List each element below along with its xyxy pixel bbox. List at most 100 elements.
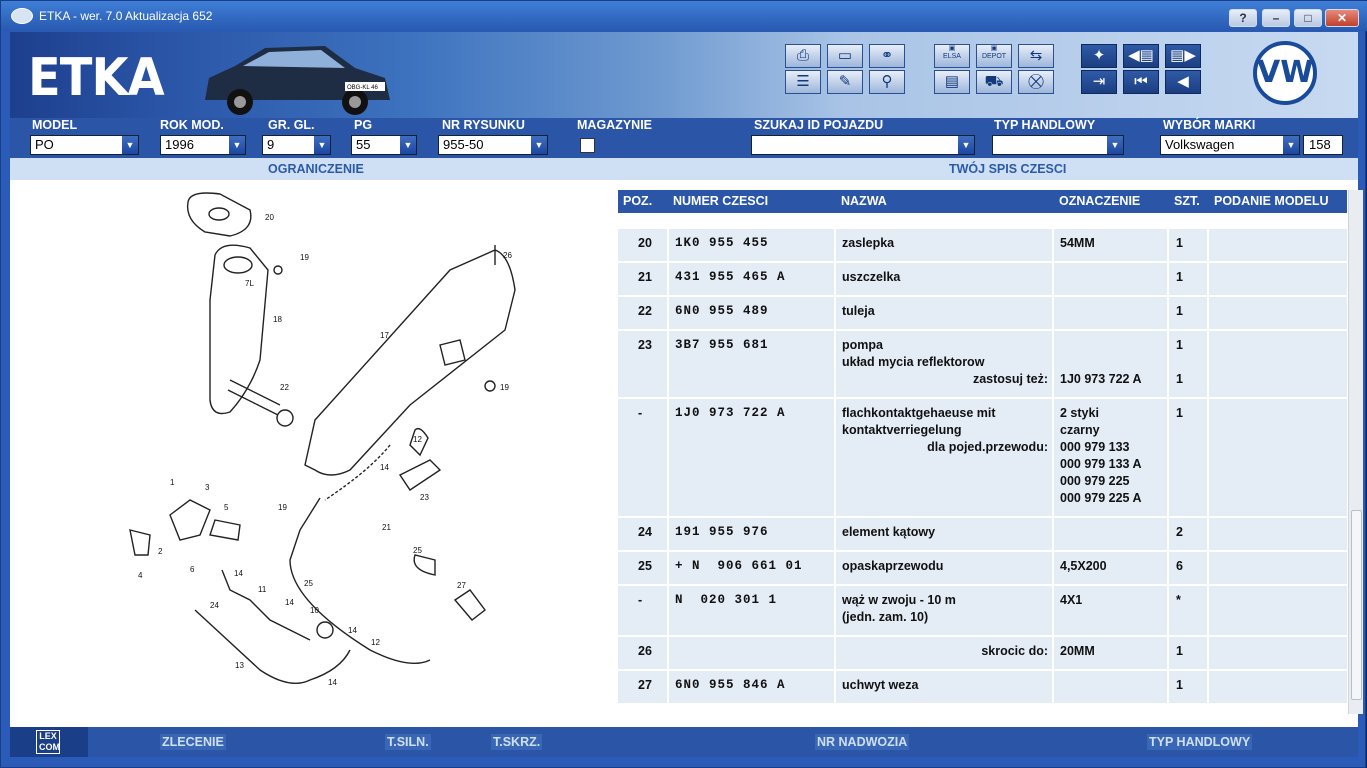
brand-select[interactable]: Volkswagen▼ [1160,135,1300,155]
pin-button[interactable]: ✦ [1081,44,1117,68]
elsa-button[interactable]: ▣ELSA [934,44,970,68]
parts-table: POZ. NUMER CZESCI NAZWA OZNACZENIE SZT. … [618,190,1347,714]
quantity-cell: 1 [1176,644,1183,658]
chevron-down-icon: ▼ [400,136,416,154]
scrollbar-thumb[interactable] [1351,510,1362,700]
column-divider [667,552,669,584]
order-button[interactable]: ZLECENIE [160,734,226,750]
list-button[interactable]: ☰ [785,70,821,94]
vehicle-button[interactable]: ⛟ [976,70,1012,94]
designation-cell: 000 979 225 A [1060,491,1142,505]
name-cell: flachkontaktgehaeuse mit [842,406,996,420]
column-divider [834,671,836,703]
restriction-tab[interactable]: OGRANICZENIE [268,162,364,176]
selector-bar: MODEL PO▼ ROK MOD. 1996▼ GR. GL. 9▼ PG 5… [10,118,1358,158]
close-button[interactable]: ✕ [1325,9,1359,27]
window-button[interactable]: ▭ [827,44,863,68]
designation-cell: 000 979 225 [1060,474,1130,488]
diagram-label: 3 [205,483,210,492]
cart-transfer-button[interactable]: ⇆ [1018,44,1054,68]
depot-button[interactable]: ▣DEPOT [976,44,1012,68]
diagram-label: 19 [278,503,287,512]
terminal-button[interactable]: ▤ [934,70,970,94]
quantity-cell: 1 [1176,372,1183,386]
trade-type-button[interactable]: TYP HANDLOWY [1147,734,1253,750]
page-back-button[interactable]: ◀▤ [1123,44,1159,68]
diagram-label: 11 [258,585,267,594]
app-icon [11,8,33,24]
col-designation: OZNACZENIE [1059,194,1141,208]
column-divider [834,552,836,584]
scrollbar[interactable] [1348,190,1363,714]
depot-label: DEPOT [981,53,1007,60]
parts-diagram[interactable]: 20 19 26 18 7L 17 22 19 12 14 19 23 21 1… [110,180,516,727]
col-qty: SZT. [1174,194,1200,208]
part-number-cell: 431 955 465 A [675,270,786,284]
computer-icon: ▣ [990,45,998,52]
pg-label: PG [354,118,373,132]
model-select[interactable]: PO▼ [30,135,139,155]
diagram-label: 22 [280,383,289,392]
column-divider [1207,297,1209,329]
gearbox-button[interactable]: T.SKRZ. [491,734,543,750]
column-divider [834,586,836,635]
part-number-cell: + N 906 661 01 [675,559,803,573]
diagram-label: 14 [285,598,294,607]
edit-button[interactable]: ✎ [827,70,863,94]
vehicle-id-select[interactable]: ▼ [751,135,975,155]
print-button[interactable]: ⎙ [785,44,821,68]
name-cell: zaslepka [842,236,895,250]
stock-checkbox[interactable] [580,138,595,153]
plate-text: OBG-KL 46 [347,85,378,91]
diagram-label: 25 [413,546,422,555]
trade-type-select[interactable]: ▼ [992,135,1124,155]
minimize-button[interactable]: – [1262,9,1290,27]
diagram-label: 18 [273,315,282,324]
maximize-button[interactable]: □ [1294,9,1322,27]
page-forward-button[interactable]: ▤▶ [1165,44,1201,68]
diagram-label: 1 [170,478,175,487]
prev-button[interactable]: ◀ [1165,70,1201,94]
designation-cell: 20MM [1060,644,1095,658]
quantity-cell: 1 [1176,304,1183,318]
exit-button[interactable]: ⇥ [1081,70,1117,94]
column-divider [1052,586,1054,635]
help-button[interactable]: ? [1229,9,1257,27]
drawing-select[interactable]: 955-50▼ [438,135,548,155]
vw-logo-text: VW [1257,55,1314,90]
column-divider [1167,263,1169,295]
year-select[interactable]: 1996▼ [160,135,246,155]
engine-button[interactable]: T.SILN. [385,734,431,750]
column-divider [1167,671,1169,703]
cart-button[interactable]: ⛒ [1018,70,1054,94]
first-button[interactable]: ⏮ [1123,70,1159,94]
network-button[interactable]: ⚲ [869,70,905,94]
column-divider [1052,637,1054,669]
position-cell: 24 [638,525,652,539]
group-select[interactable]: 9▼ [262,135,331,155]
column-divider [1052,263,1054,295]
column-divider [667,399,669,516]
col-part-number: NUMER CZESCI [673,194,769,208]
position-cell: 20 [638,236,652,250]
pg-select[interactable]: 55▼ [351,135,417,155]
designation-cell: 000 979 133 A [1060,457,1142,471]
body-number-button[interactable]: NR NADWOZIA [815,734,910,750]
binoculars-button[interactable]: ⚭ [869,44,905,68]
column-divider [667,263,669,295]
chevron-down-icon: ▼ [314,136,330,154]
table-header: POZ. NUMER CZESCI NAZWA OZNACZENIE SZT. … [618,190,1347,213]
parts-list-tab[interactable]: TWÓJ SPIS CZESCI [949,162,1067,176]
pin-icon: ✦ [1092,47,1106,64]
diagram-label: 14 [328,678,337,687]
